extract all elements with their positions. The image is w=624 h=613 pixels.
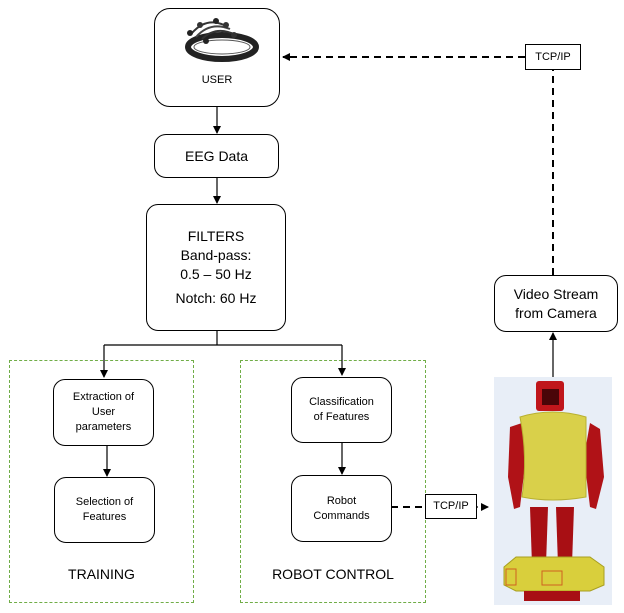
extraction-line-3: parameters	[75, 420, 132, 433]
video-stream-line-2: from Camera	[515, 304, 597, 321]
extraction-line-2: User	[91, 406, 116, 419]
extraction-line-1: Extraction of	[72, 391, 135, 404]
robot-commands-line-1: Robot	[326, 494, 357, 507]
training-group	[9, 360, 194, 603]
filters-title: FILTERS	[187, 227, 245, 244]
robot-control-label: ROBOT CONTROL	[272, 566, 394, 582]
humanoid-robot-icon	[503, 381, 605, 601]
tcp-ip-bottom-label: TCP/IP	[433, 500, 469, 513]
user-node: USER	[154, 8, 280, 107]
robot-commands-node: Robot Commands	[291, 475, 392, 542]
video-stream-line-1: Video Stream	[513, 285, 599, 302]
training-label: TRAINING	[68, 566, 135, 582]
classification-line-2: of Features	[313, 411, 370, 423]
selection-line-1: Selection of	[75, 496, 134, 509]
notch-filter: Notch: 60 Hz	[175, 290, 257, 307]
filters-node: FILTERS Band-pass: 0.5 – 50 Hz Notch: 60…	[146, 204, 286, 331]
eeg-data-label: EEG Data	[184, 147, 249, 164]
bandpass-label: Band-pass:	[180, 246, 252, 263]
extraction-node: Extraction of User parameters	[53, 379, 154, 446]
tcp-ip-top-label: TCP/IP	[535, 50, 571, 63]
video-stream-node: Video Stream from Camera	[494, 275, 618, 332]
eeg-headset-icon	[185, 18, 259, 62]
tcp-ip-top-node: TCP/IP	[525, 44, 581, 70]
bandpass-range: 0.5 – 50 Hz	[180, 265, 252, 282]
selection-node: Selection of Features	[54, 477, 155, 543]
selection-line-2: Features	[82, 511, 127, 523]
classification-line-1: Classification	[309, 396, 374, 409]
eeg-data-node: EEG Data	[154, 134, 279, 178]
classification-node: Classification of Features	[291, 377, 392, 443]
robot-image	[494, 377, 612, 605]
robot-commands-line-2: Commands	[313, 509, 370, 522]
user-label: USER	[201, 74, 233, 86]
tcp-ip-bottom-node: TCP/IP	[425, 494, 477, 519]
robot-control-group	[240, 360, 426, 603]
